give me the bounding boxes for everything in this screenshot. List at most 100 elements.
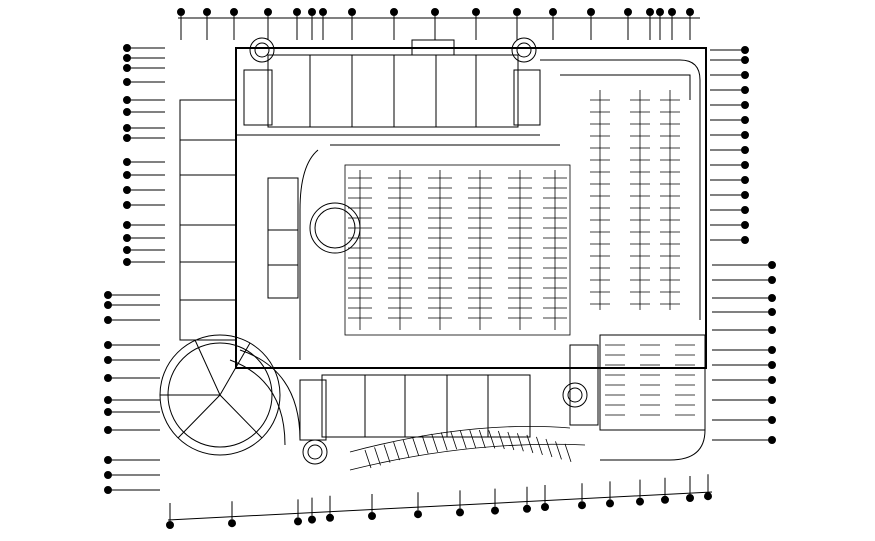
grid-bubble: [741, 146, 749, 154]
grid-bubble: [741, 161, 749, 169]
west-shop-column: [179, 99, 237, 341]
grid-bubble: [741, 221, 749, 229]
left-grid-bubbles: [104, 44, 165, 494]
grid-bubble: [768, 308, 776, 316]
grid-bubble: [123, 158, 131, 166]
north-shop-block: [267, 54, 519, 128]
grid-bubble: [768, 294, 776, 302]
wing-radial: [194, 339, 221, 396]
grid-bubble: [624, 8, 632, 16]
grid-bubble: [308, 8, 316, 16]
curved-ramp: [349, 426, 586, 471]
core-block: [569, 344, 599, 426]
grid-bubble: [549, 8, 557, 16]
grid-bubble: [741, 101, 749, 109]
grid-bubble: [123, 246, 131, 254]
grid-bubble: [704, 492, 712, 501]
grid-bubble: [686, 494, 694, 502]
bottom-grid-bubbles: [166, 474, 713, 529]
ramp-stripe: [412, 437, 419, 456]
east-road-inner: [560, 74, 691, 100]
stair-core-circle: [511, 37, 537, 63]
ramp-stripe: [459, 430, 467, 449]
grid-bubble: [104, 471, 112, 479]
grid-bubble: [513, 8, 521, 16]
wing-curve: [239, 349, 301, 441]
grid-bubble: [741, 116, 749, 124]
ramp-stripe: [469, 429, 477, 449]
grid-bubble: [294, 517, 302, 526]
ramp-edge: [349, 443, 586, 471]
grid-bubble: [104, 301, 112, 309]
grid-bubble: [123, 64, 131, 72]
grid-bubble: [104, 316, 112, 324]
stair-core-circle: [302, 439, 328, 465]
north-shop-row: [236, 39, 540, 136]
grid-bubble: [741, 131, 749, 139]
grid-bubble: [768, 346, 776, 354]
grid-bubble: [456, 508, 464, 517]
southeast-curve: [600, 429, 706, 461]
right-grid-bubbles: [710, 46, 776, 444]
grid-bubble: [414, 510, 422, 519]
stair-core-inner: [567, 387, 583, 403]
ramp-stripe: [478, 429, 486, 449]
dimension-line: [167, 491, 713, 521]
grid-bubble: [326, 513, 334, 522]
core-block: [299, 379, 327, 441]
grid-bubble: [123, 258, 131, 266]
circulation-cores: [243, 37, 599, 465]
grid-bubble: [228, 519, 236, 528]
ramp-stripe: [526, 434, 534, 454]
core-block: [513, 69, 541, 126]
grid-bubble: [472, 8, 480, 16]
ramp-stripe: [383, 444, 391, 463]
ramp-stripe: [431, 433, 439, 452]
grid-bubble: [123, 108, 131, 116]
grid-bubble: [104, 374, 112, 382]
ramp-edge: [349, 426, 571, 453]
grid-bubble: [104, 291, 112, 299]
grid-bubble: [368, 512, 376, 520]
ramp-stripe: [440, 432, 448, 451]
parking-area: [344, 90, 695, 416]
east-road-line: [540, 59, 701, 320]
ramp-stripe: [450, 431, 458, 450]
grid-bubble: [741, 191, 749, 199]
west-shop-block: [179, 99, 237, 341]
ramp-stripe: [517, 433, 524, 452]
ramp-stripe: [402, 439, 410, 458]
grid-bubble: [741, 71, 749, 79]
grid-bubble: [123, 134, 131, 142]
wing-radial: [219, 394, 263, 439]
grid-bubble: [104, 486, 112, 494]
core-block: [243, 69, 273, 126]
parking-lot-outline: [344, 164, 571, 336]
grid-bubble: [123, 78, 131, 86]
grid-bubble: [578, 501, 586, 510]
ramp-stripe: [536, 436, 543, 455]
grid-bubble: [646, 8, 654, 16]
stair-core-circle: [249, 37, 275, 63]
grid-bubble: [348, 8, 356, 16]
grid-bubble: [264, 8, 272, 16]
grid-bubble: [123, 186, 131, 194]
grid-bubble: [768, 276, 776, 284]
stair-core-inner: [254, 42, 270, 58]
grid-bubble: [104, 408, 112, 416]
grid-bubble: [123, 201, 131, 209]
grid-bubble: [390, 8, 398, 16]
grid-bubble: [686, 8, 694, 16]
grid-bubble: [431, 8, 439, 16]
grid-bubble: [123, 96, 131, 104]
grid-bubble: [166, 521, 174, 529]
grid-bubble: [104, 356, 112, 364]
access-road-curve: [299, 149, 319, 360]
grid-bubble: [768, 361, 776, 369]
north-entrance-block: [411, 39, 455, 56]
stair-core-circle: [562, 382, 588, 408]
grid-bubble: [741, 86, 749, 94]
grid-bubble: [123, 234, 131, 242]
south-shop-block: [321, 374, 531, 438]
